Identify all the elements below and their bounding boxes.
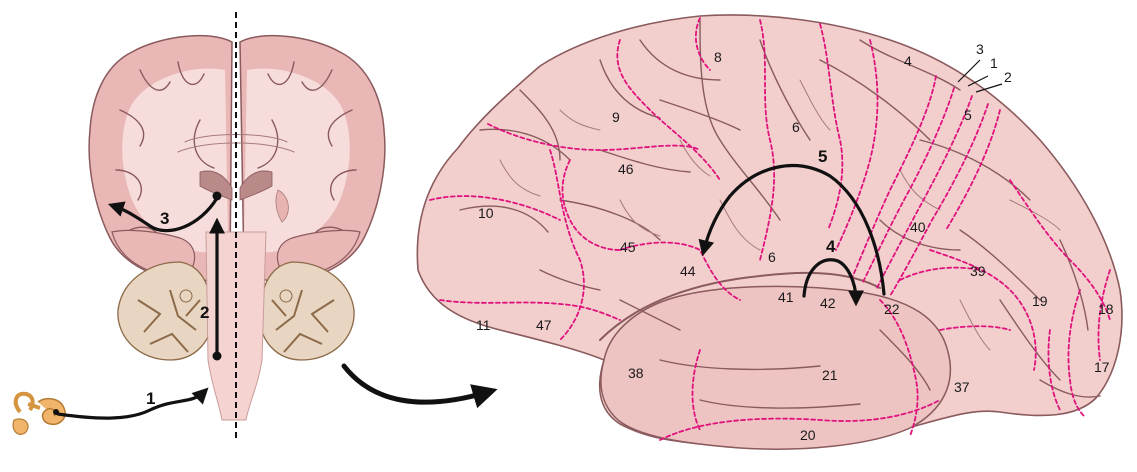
area-17-label: 17 <box>1094 359 1110 375</box>
area-9-label: 9 <box>612 109 620 125</box>
area-38-label: 38 <box>628 365 644 381</box>
coronal-brain-section <box>88 12 386 440</box>
ear-cochlea-icon <box>12 391 66 435</box>
pathway-arrow-5 <box>698 164 886 296</box>
area-10-label: 10 <box>478 205 494 221</box>
area-18-label: 18 <box>1098 301 1114 317</box>
area-45-label: 45 <box>620 239 636 255</box>
temporal-lobe <box>600 285 952 450</box>
area-8-label: 8 <box>714 49 722 65</box>
area-1-label: 1 <box>990 55 998 71</box>
brodmann-area-labels: 8 4 3 1 2 5 9 6 46 10 45 44 6 40 39 41 4… <box>476 41 1114 443</box>
area-41-label: 41 <box>778 289 794 305</box>
left-cerebellum <box>117 261 213 361</box>
area-21-label: 21 <box>822 367 838 383</box>
area-37-label: 37 <box>954 379 970 395</box>
step-label-2: 2 <box>200 303 209 322</box>
area-47-label: 47 <box>536 317 552 333</box>
area-40-label: 40 <box>910 219 926 235</box>
area-5-label: 5 <box>964 107 972 123</box>
pathway-arrow-3 <box>107 196 219 233</box>
cerebral-hemisphere <box>416 14 1123 449</box>
pathway-arrow-1 <box>56 387 209 420</box>
area-19-label: 19 <box>1032 293 1048 309</box>
step-label-5: 5 <box>818 147 827 166</box>
right-cerebellum <box>259 261 355 361</box>
area-44-label: 44 <box>680 263 696 279</box>
step-label-1: 1 <box>146 389 155 408</box>
area-6-label-top: 6 <box>792 119 800 135</box>
pathway-arrow-4 <box>802 258 864 307</box>
area-20-label: 20 <box>800 427 816 443</box>
step-label-4: 4 <box>826 237 836 256</box>
step-labels: 1 2 3 4 5 <box>146 147 836 408</box>
transition-arrow <box>341 363 498 409</box>
lateral-brain-view <box>416 14 1123 450</box>
area-11-label: 11 <box>476 317 491 333</box>
area-6-label-low: 6 <box>768 249 776 265</box>
area-39-label: 39 <box>970 263 986 279</box>
area-2-label: 2 <box>1004 69 1012 85</box>
area-46-label: 46 <box>618 161 634 177</box>
area-3-label: 3 <box>976 41 984 57</box>
area-42-label: 42 <box>820 295 836 311</box>
step-label-3: 3 <box>160 209 169 228</box>
area-22-label: 22 <box>884 301 900 317</box>
area-4-label: 4 <box>904 53 912 69</box>
